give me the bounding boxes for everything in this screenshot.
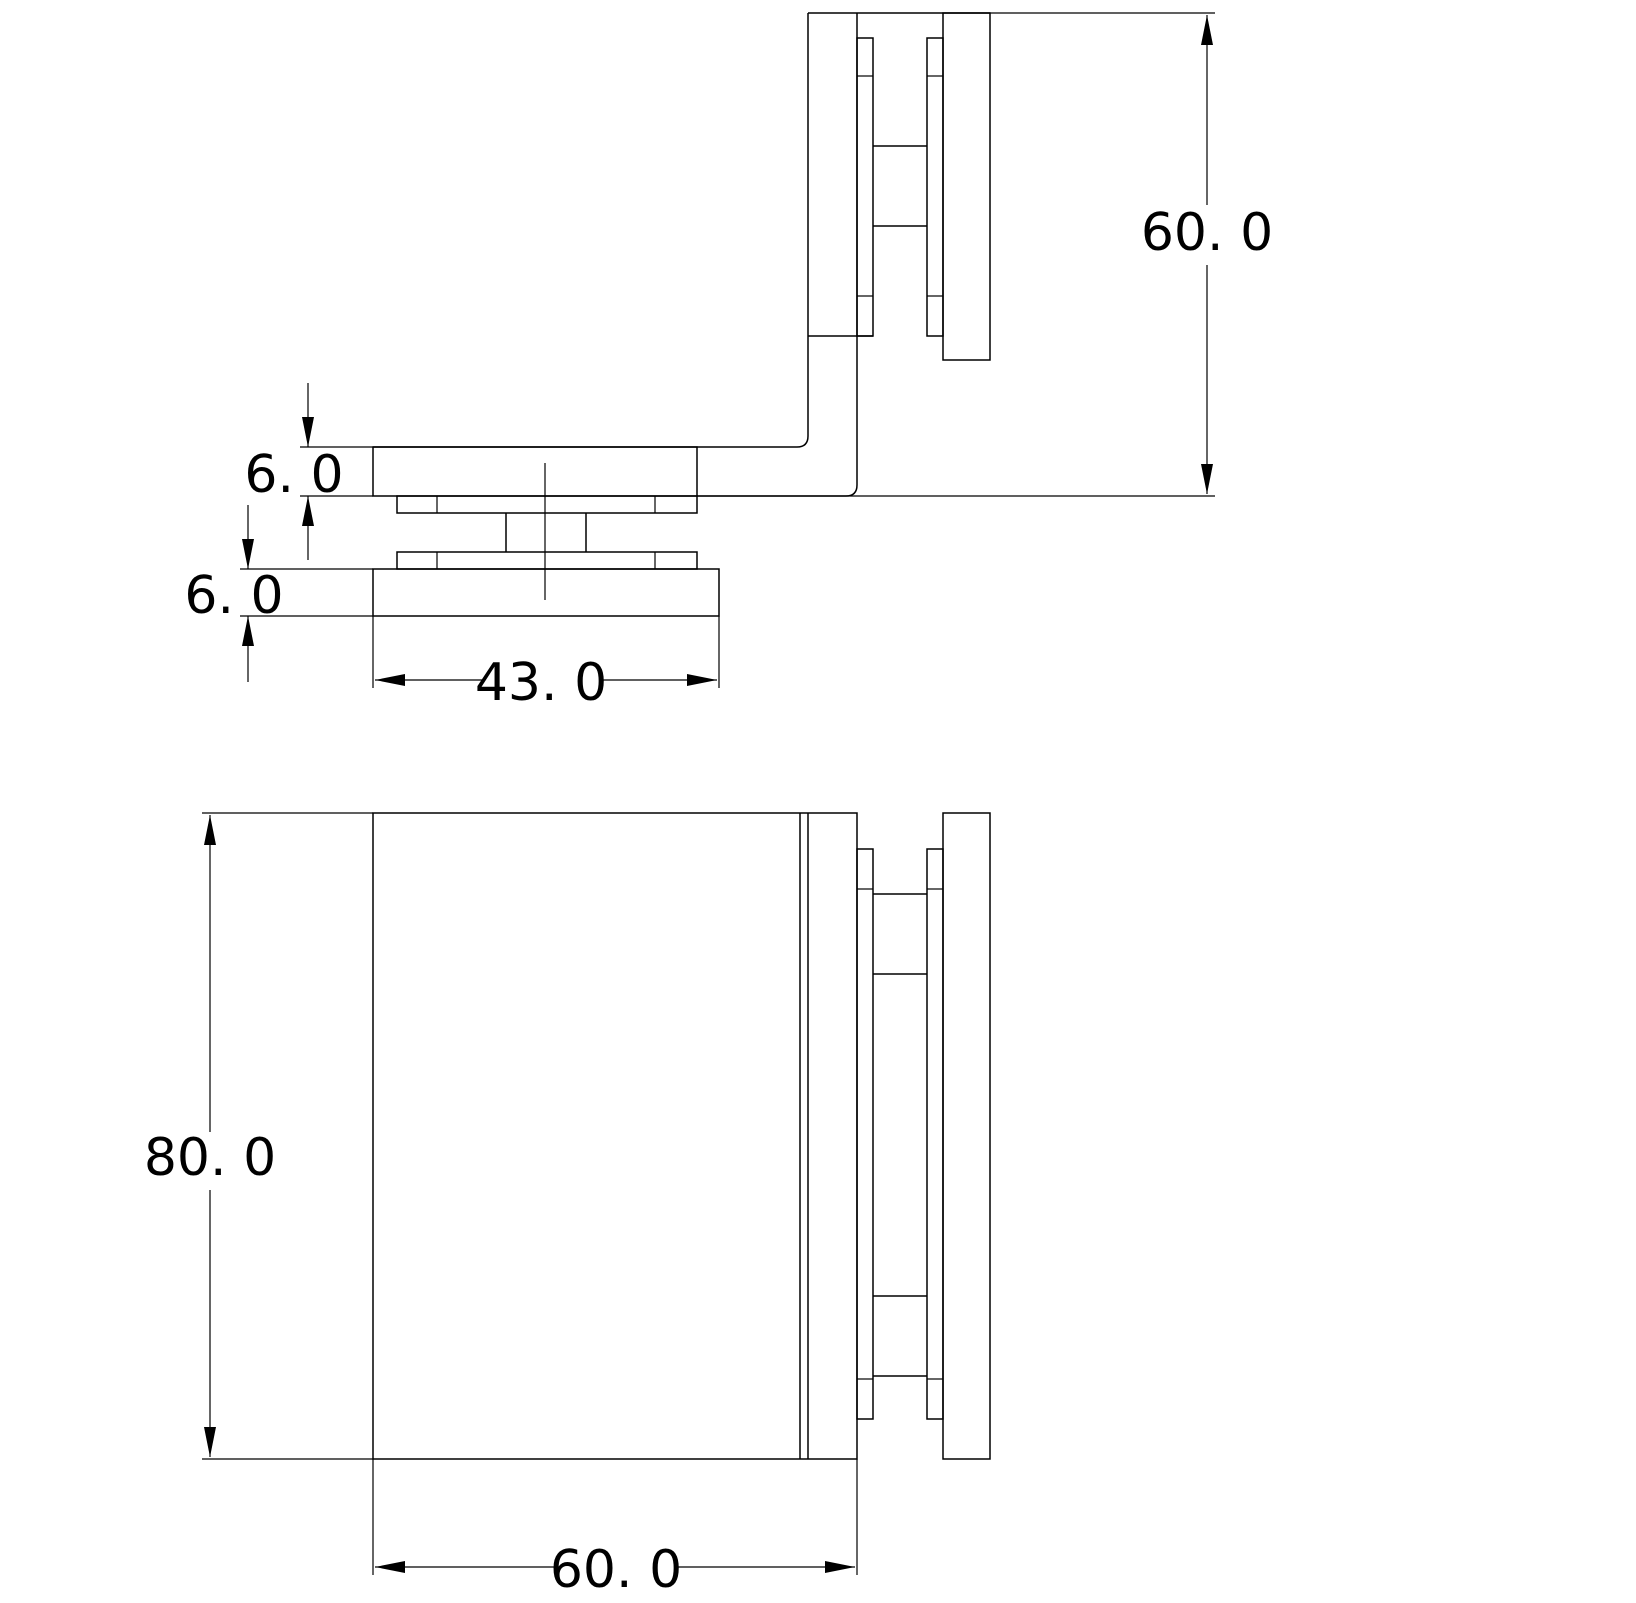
- top-view: 60. 0 6. 0 6. 0 43. 0: [184, 12, 1275, 713]
- label-mask: [556, 1542, 676, 1594]
- label-mask: [482, 655, 600, 705]
- upper-plate: [372, 446, 698, 497]
- outer-glass-plate-front: [942, 812, 991, 1460]
- upper-washer: [396, 495, 698, 514]
- arrow-head: [302, 417, 314, 447]
- l-bracket-inner-edge: [697, 13, 858, 497]
- arrow-head: [687, 674, 717, 686]
- dim-label-top-height: 60. 0: [1141, 203, 1273, 263]
- label-mask: [148, 1132, 273, 1190]
- dim-label-front-height: 80. 0: [144, 1128, 276, 1188]
- arrow-head: [204, 815, 216, 845]
- arrow-head: [204, 1427, 216, 1457]
- arrow-head: [375, 674, 405, 686]
- front-washer-left: [856, 848, 874, 1420]
- l-bracket-outline: [373, 13, 809, 448]
- front-plate: [372, 812, 858, 1460]
- arrow-head: [1201, 464, 1213, 494]
- arrow-head: [375, 1561, 405, 1573]
- dim-label-plate-width: 43. 0: [475, 653, 607, 713]
- arrow-head: [825, 1561, 855, 1573]
- front-view: 80. 0 60. 0: [144, 812, 991, 1600]
- dim-label-front-width: 60. 0: [550, 1540, 682, 1600]
- arrow-head: [302, 496, 314, 526]
- dim-label-upper-thickness: 6. 0: [244, 445, 343, 505]
- arrow-head: [242, 616, 254, 646]
- dim-label-lower-thickness: 6. 0: [184, 566, 283, 626]
- hinge-washer-right: [926, 37, 944, 337]
- hinge-washer-left: [856, 37, 874, 337]
- lower-plate: [372, 568, 720, 617]
- label-mask: [1140, 205, 1275, 265]
- front-washer-right: [926, 848, 944, 1420]
- arrow-head: [1201, 15, 1213, 45]
- arrow-head: [242, 539, 254, 569]
- lower-washer: [396, 551, 698, 570]
- outer-glass-plate-top: [942, 12, 991, 361]
